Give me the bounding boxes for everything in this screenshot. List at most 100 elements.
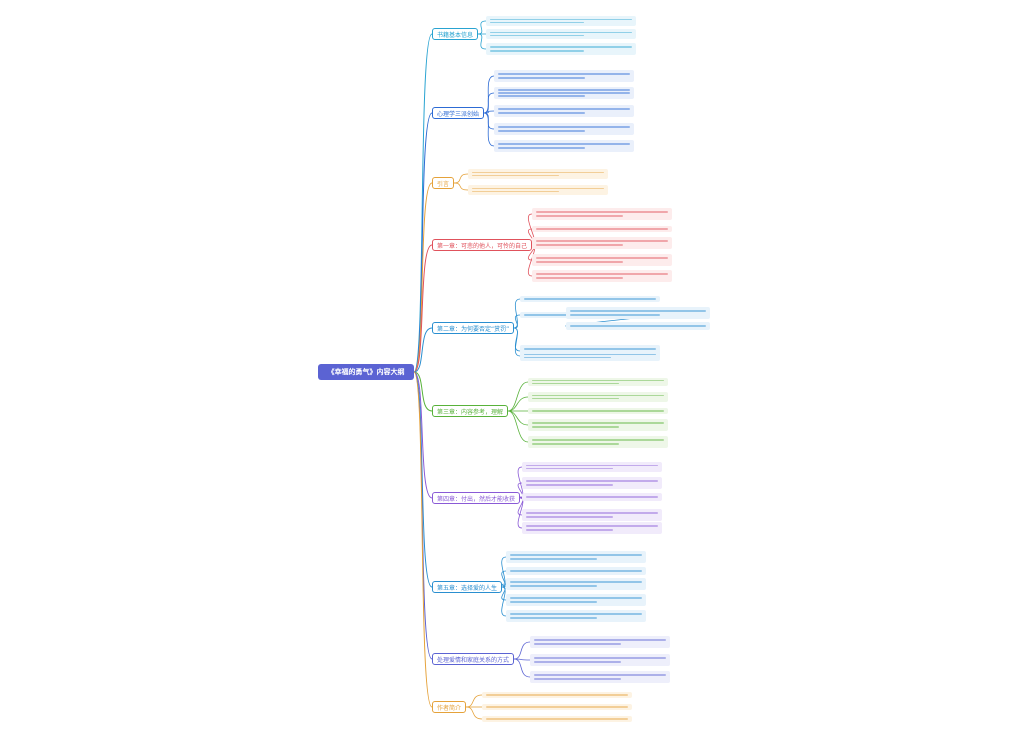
mindmap-leaf[interactable] xyxy=(486,29,636,39)
leaf-text-placeholder xyxy=(536,273,668,275)
leaf-text-placeholder xyxy=(532,426,619,428)
leaf-text-placeholder xyxy=(490,46,632,48)
mindmap-leaf[interactable] xyxy=(522,493,662,501)
mindmap-leaf[interactable] xyxy=(528,408,668,414)
mindmap-leaf[interactable] xyxy=(522,477,662,489)
mindmap-leaf[interactable] xyxy=(468,185,608,195)
mindmap-leaf[interactable] xyxy=(532,270,672,282)
leaf-text-placeholder xyxy=(534,661,621,663)
mindmap-leaf[interactable] xyxy=(530,636,670,648)
mindmap-leaf[interactable] xyxy=(520,296,660,302)
mindmap-subleaf[interactable] xyxy=(566,322,710,330)
mindmap-branch[interactable]: 第五章：选择爱的人生 xyxy=(432,581,503,593)
leaf-text-placeholder xyxy=(510,601,597,603)
leaf-text-placeholder xyxy=(534,674,666,676)
mindmap-branch[interactable]: 第四章：付出，然后才能收获 xyxy=(432,492,521,504)
leaf-text-placeholder xyxy=(536,277,623,279)
mindmap-leaf[interactable] xyxy=(482,704,632,710)
leaf-text-placeholder xyxy=(526,525,658,527)
leaf-text-placeholder xyxy=(498,73,630,75)
leaf-text-placeholder xyxy=(570,325,706,327)
mindmap-leaf[interactable] xyxy=(494,87,634,99)
mindmap-leaf[interactable] xyxy=(532,208,672,220)
leaf-text-placeholder xyxy=(510,554,642,556)
leaf-text-placeholder xyxy=(490,21,584,24)
leaf-text-placeholder xyxy=(510,585,597,587)
leaf-text-placeholder xyxy=(486,694,628,696)
leaf-text-placeholder xyxy=(534,643,621,645)
mindmap-leaf[interactable] xyxy=(522,462,662,472)
mindmap-leaf[interactable] xyxy=(530,671,670,683)
mindmap-leaf[interactable] xyxy=(506,594,646,606)
mindmap-leaf[interactable] xyxy=(528,392,668,402)
mindmap-leaf[interactable] xyxy=(522,509,662,521)
mindmap-leaf[interactable] xyxy=(494,70,634,82)
leaf-text-placeholder xyxy=(536,240,668,242)
leaf-text-placeholder xyxy=(532,439,664,441)
leaf-text-placeholder xyxy=(524,353,656,356)
mindmap-branch[interactable]: 第一章：可悲的他人，可怜的自己 xyxy=(432,239,533,251)
leaf-text-placeholder xyxy=(490,34,584,37)
leaf-text-placeholder xyxy=(498,147,585,149)
leaf-text-placeholder xyxy=(534,678,621,680)
leaf-text-placeholder xyxy=(490,18,632,21)
mindmap-leaf[interactable] xyxy=(532,254,672,266)
leaf-text-placeholder xyxy=(486,706,628,708)
mindmap-branch[interactable]: 心理学三派创始 xyxy=(432,107,485,119)
mindmap-leaf[interactable] xyxy=(532,237,672,249)
mindmap-leaf[interactable] xyxy=(494,123,634,135)
mindmap-leaf[interactable] xyxy=(486,16,636,26)
mindmap-branch[interactable]: 引言 xyxy=(432,177,455,189)
mindmap-branch[interactable]: 作者简介 xyxy=(432,701,467,713)
leaf-text-placeholder xyxy=(472,171,604,174)
mindmap-leaf[interactable] xyxy=(506,610,646,622)
leaf-text-placeholder xyxy=(510,613,642,615)
leaf-text-placeholder xyxy=(472,174,559,177)
leaf-text-placeholder xyxy=(498,112,585,114)
leaf-text-placeholder xyxy=(526,467,613,470)
leaf-text-placeholder xyxy=(524,298,656,300)
leaf-text-placeholder xyxy=(536,261,623,263)
mindmap-branch[interactable]: 处理爱情和家庭关系的方式 xyxy=(432,653,515,665)
leaf-text-placeholder xyxy=(526,512,658,514)
mindmap-leaf[interactable] xyxy=(482,716,632,722)
mindmap-leaf[interactable] xyxy=(528,419,668,431)
mindmap-leaf[interactable] xyxy=(528,378,668,386)
mindmap-leaf[interactable] xyxy=(506,578,646,590)
mindmap-root[interactable]: 《幸福的勇气》内容大纲 xyxy=(318,364,414,380)
leaf-text-placeholder xyxy=(532,397,619,400)
mindmap-subleaf[interactable] xyxy=(566,307,710,319)
leaf-text-placeholder xyxy=(534,639,666,641)
leaf-text-placeholder xyxy=(570,314,660,316)
mindmap-leaf[interactable] xyxy=(528,436,668,448)
leaf-text-placeholder xyxy=(524,356,611,359)
leaf-text-placeholder xyxy=(510,581,642,583)
leaf-text-placeholder xyxy=(532,422,664,424)
mindmap-leaf[interactable] xyxy=(468,169,608,179)
mindmap-leaf[interactable] xyxy=(522,522,662,534)
mindmap-leaf[interactable] xyxy=(482,692,632,698)
leaf-text-placeholder xyxy=(532,382,619,385)
mindmap-leaf[interactable] xyxy=(532,226,672,232)
mindmap-leaf[interactable] xyxy=(506,567,646,575)
mindmap-leaf[interactable] xyxy=(520,351,660,361)
mindmap-leaf[interactable] xyxy=(506,551,646,563)
leaf-text-placeholder xyxy=(526,480,658,482)
mindmap-leaf[interactable] xyxy=(530,654,670,666)
leaf-text-placeholder xyxy=(498,89,630,91)
mindmap-branch[interactable]: 书籍基本信息 xyxy=(432,28,479,40)
leaf-text-placeholder xyxy=(498,92,630,94)
mindmap-leaf[interactable] xyxy=(486,43,636,55)
leaf-text-placeholder xyxy=(498,143,630,145)
leaf-text-placeholder xyxy=(510,617,597,619)
leaf-text-placeholder xyxy=(510,597,642,599)
mindmap-branch[interactable]: 第二章：为何要否定“赏罚” xyxy=(432,322,515,334)
mindmap-branch[interactable]: 第三章：内容参考，理解 xyxy=(432,405,509,417)
mindmap-leaf[interactable] xyxy=(494,140,634,152)
leaf-text-placeholder xyxy=(526,529,613,531)
leaf-text-placeholder xyxy=(472,187,604,190)
leaf-text-placeholder xyxy=(534,657,666,659)
leaf-text-placeholder xyxy=(524,348,656,350)
leaf-text-placeholder xyxy=(472,190,559,193)
mindmap-leaf[interactable] xyxy=(494,105,634,117)
